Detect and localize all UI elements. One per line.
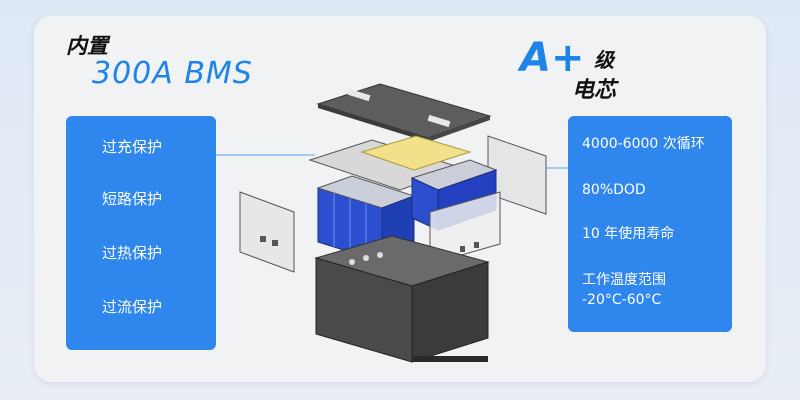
service-life: 10 年使用寿命 bbox=[582, 226, 675, 242]
grade-suffix: 级 bbox=[594, 48, 614, 72]
operating-temp-label: 工作温度范围 bbox=[582, 272, 666, 288]
cycle-life: 4000-6000 次循环 bbox=[582, 136, 705, 152]
bms-title-line1: 内置 bbox=[66, 34, 108, 58]
grade-mark: A+ bbox=[520, 35, 585, 81]
top-lid bbox=[316, 83, 492, 139]
protection-panel: 过充保护 短路保护 过热保护 过流保护 bbox=[66, 116, 216, 350]
cell-specs-panel: 4000-6000 次循环 80%DOD 10 年使用寿命 工作温度范围 -20… bbox=[568, 116, 732, 332]
overcharge-protection: 过充保护 bbox=[102, 138, 163, 156]
left-side-panel bbox=[239, 191, 295, 273]
bottom-case-side bbox=[411, 261, 489, 363]
operating-temp-range: -20°C-60°C bbox=[582, 292, 662, 308]
overcurrent-protection: 过流保护 bbox=[102, 298, 163, 316]
grade-cell-label: 电芯 bbox=[572, 78, 617, 103]
depth-of-discharge: 80%DOD bbox=[582, 182, 646, 198]
bms-board bbox=[360, 135, 472, 171]
bms-title-line2: 300A BMS bbox=[92, 56, 253, 91]
overheat-protection: 过热保护 bbox=[102, 244, 163, 262]
short-circuit-protection: 短路保护 bbox=[102, 190, 163, 208]
